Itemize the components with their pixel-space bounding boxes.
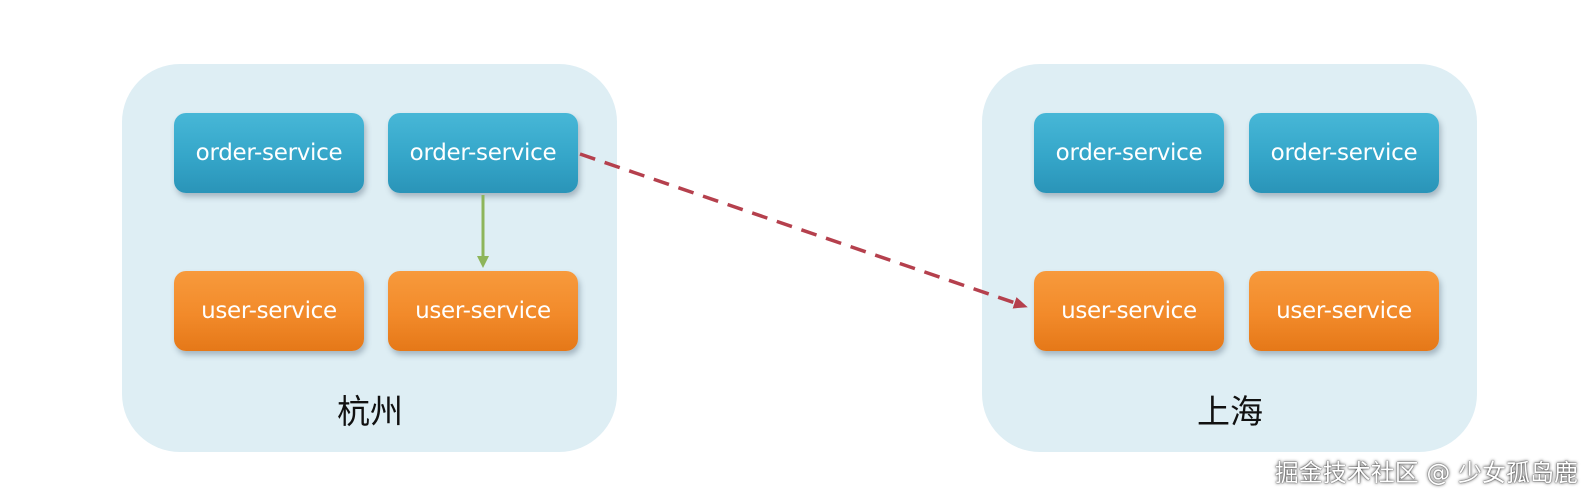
service-label: order-service bbox=[195, 140, 343, 166]
shanghai-user-service-1: user-service bbox=[1034, 271, 1224, 351]
hangzhou-order-service-1: order-service bbox=[174, 113, 364, 193]
shanghai-order-service-2: order-service bbox=[1249, 113, 1439, 193]
service-label: order-service bbox=[1055, 140, 1203, 166]
watermark: 掘金技术社区 @ 少女孤岛鹿 bbox=[1274, 459, 1578, 487]
service-label: user-service bbox=[201, 298, 337, 324]
region-label-shanghai: 上海 bbox=[1197, 392, 1263, 431]
region-label-hangzhou: 杭州 bbox=[337, 392, 403, 431]
service-label: user-service bbox=[1061, 298, 1197, 324]
service-label: user-service bbox=[1276, 298, 1412, 324]
service-label: order-service bbox=[409, 140, 557, 166]
hangzhou-user-service-2: user-service bbox=[388, 271, 578, 351]
shanghai-user-service-2: user-service bbox=[1249, 271, 1439, 351]
service-label: order-service bbox=[1270, 140, 1418, 166]
cross-region-call-arrow bbox=[579, 152, 1028, 309]
shanghai-order-service-1: order-service bbox=[1034, 113, 1224, 193]
hangzhou-user-service-1: user-service bbox=[174, 271, 364, 351]
service-label: user-service bbox=[415, 298, 551, 324]
hangzhou-order-service-2: order-service bbox=[388, 113, 578, 193]
